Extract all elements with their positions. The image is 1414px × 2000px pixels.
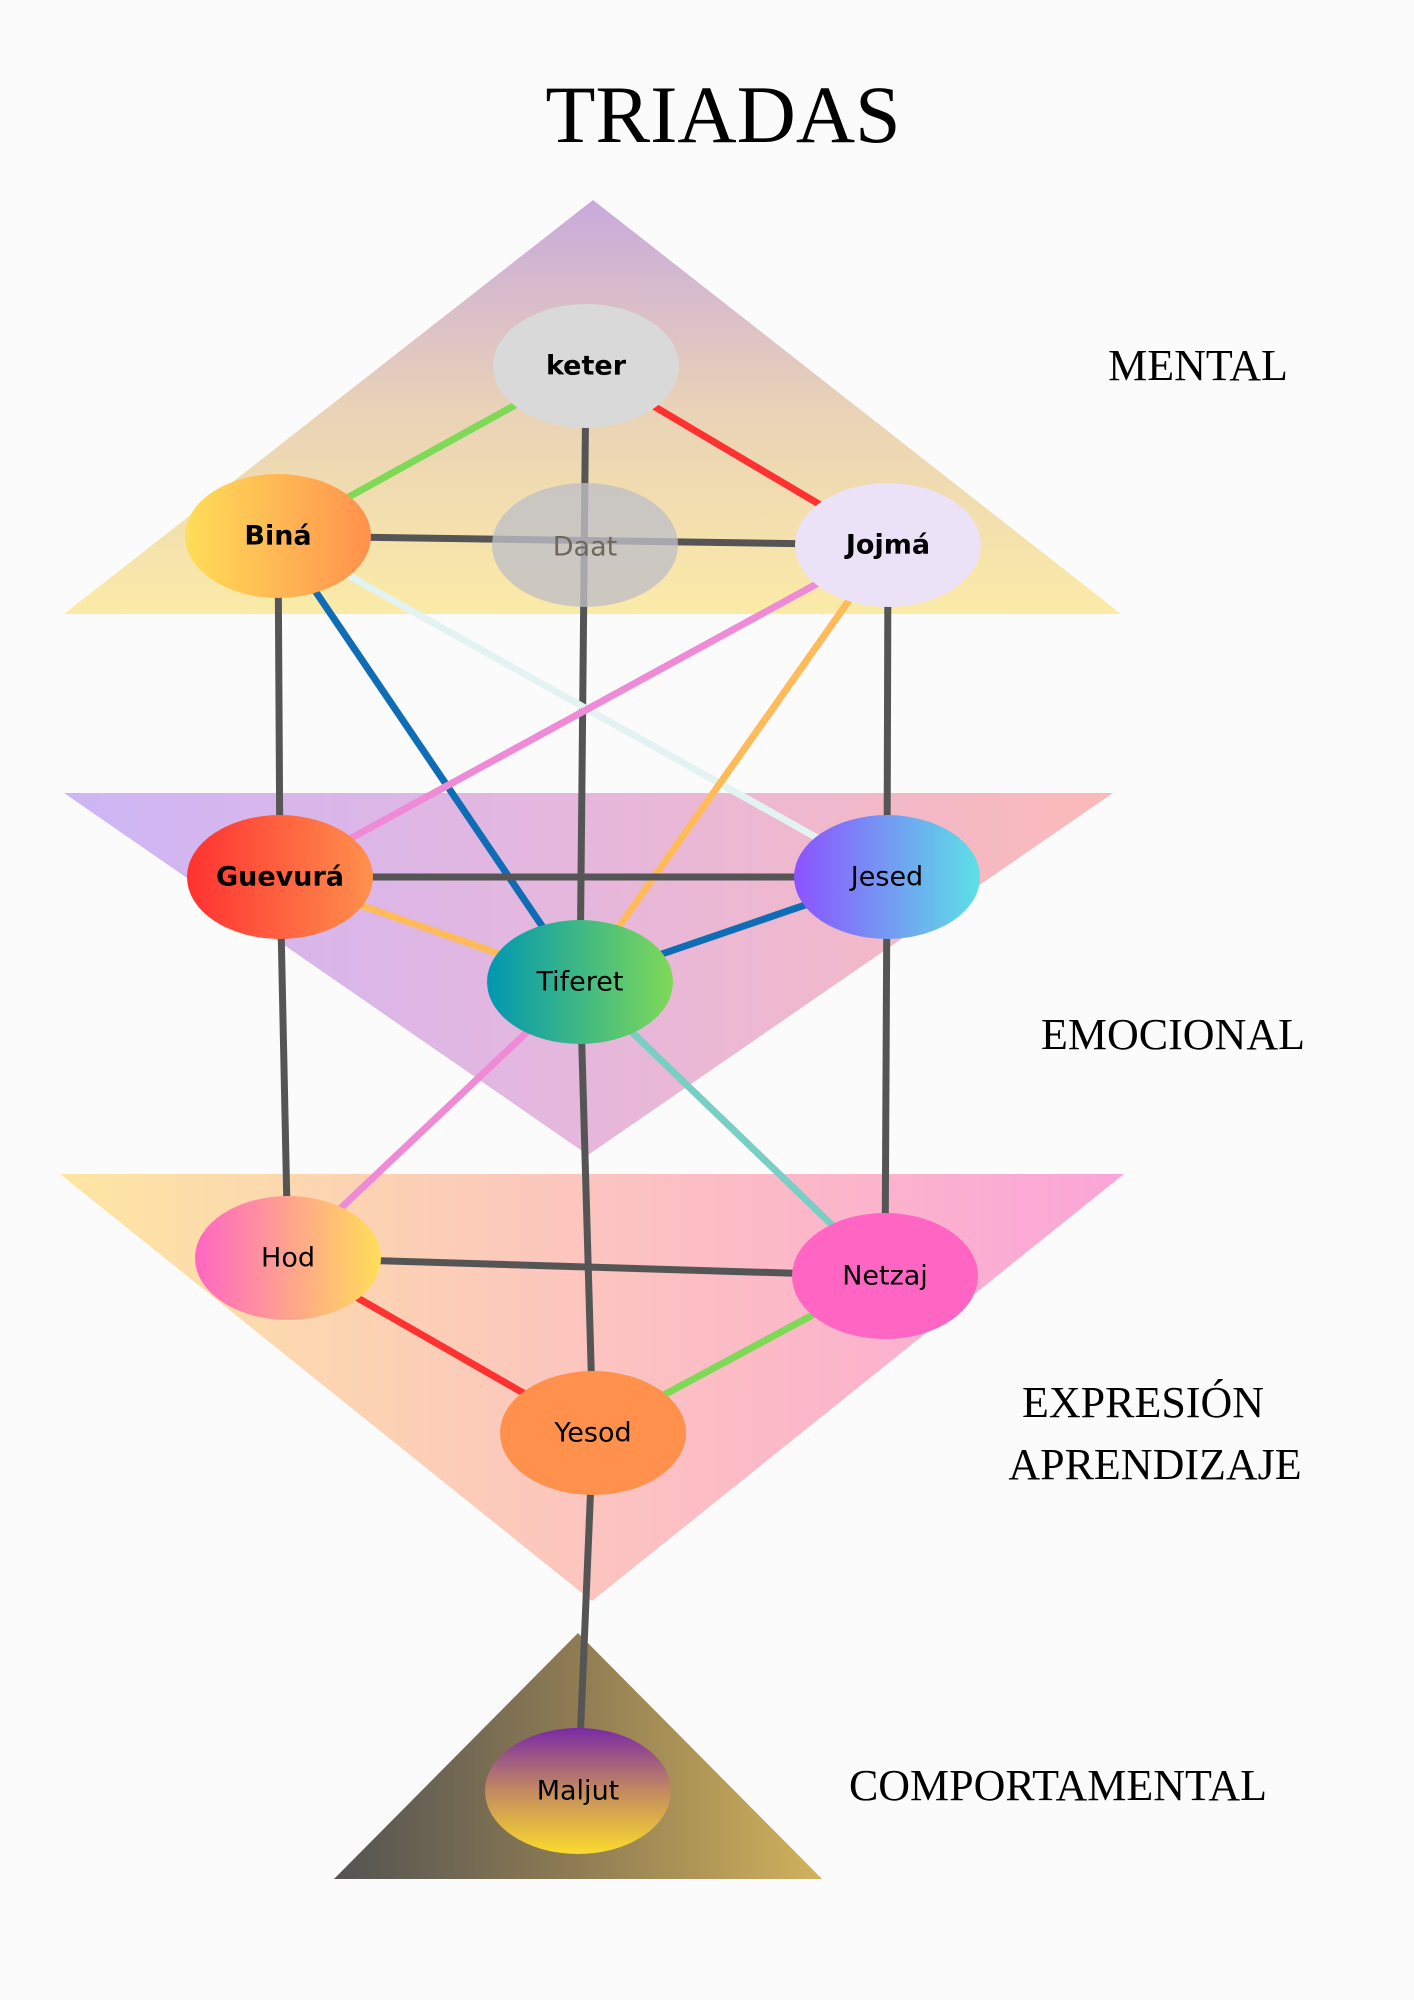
level-label-comportamental: COMPORTAMENTAL	[849, 1761, 1267, 1810]
node-bina-shape	[185, 474, 371, 598]
node-bina-label: Biná	[244, 521, 311, 552]
node-hod-label: Hod	[261, 1243, 315, 1274]
node-yesod-shape	[500, 1371, 686, 1495]
path-hod-netzaj	[287, 1254, 886, 1280]
path-jojma-guevura	[278, 541, 890, 881]
node-keter-shape	[493, 304, 679, 428]
level-label-emocional: EMOCIONAL	[1041, 1010, 1305, 1059]
node-jojma[interactable]: Jojmá	[795, 483, 981, 607]
path-bina-jesed	[276, 532, 889, 881]
node-netzaj-label: Netzaj	[842, 1261, 928, 1292]
node-jojma-shape	[795, 483, 981, 607]
page-title: TRIADAS	[545, 69, 900, 160]
node-maljut-label: Maljut	[537, 1776, 620, 1807]
node-jesed[interactable]: Jesed	[794, 815, 980, 939]
path-tiferet-yesod	[576, 981, 597, 1434]
path-guevura-hod	[276, 876, 292, 1259]
node-maljut[interactable]: Maljut	[485, 1728, 671, 1854]
path-jesed-netzaj	[881, 876, 891, 1277]
level-label-aprendizaje: APRENDIZAJE	[1008, 1440, 1301, 1489]
path-bina-tiferet	[275, 534, 583, 984]
node-guevura-shape	[187, 815, 373, 939]
node-yesod[interactable]: Yesod	[500, 1371, 686, 1495]
node-maljut-shape	[485, 1728, 671, 1854]
node-daat-shape	[492, 483, 678, 607]
node-jesed-label: Jesed	[849, 862, 923, 893]
level-label-expresion: EXPRESIÓN	[1022, 1378, 1264, 1427]
node-hod[interactable]: Hod	[195, 1196, 381, 1320]
level-label-mental: MENTAL	[1108, 341, 1288, 390]
level-labels: MENTAL EMOCIONAL EXPRESIÓN APRENDIZAJE C…	[849, 341, 1305, 1810]
node-guevura-label: Guevurá	[216, 862, 344, 893]
node-jojma-label: Jojmá	[844, 530, 930, 561]
node-keter-label: keter	[546, 351, 627, 382]
node-yesod-label: Yesod	[553, 1418, 631, 1449]
node-tiferet[interactable]: Tiferet	[487, 920, 673, 1044]
path-jojma-tiferet	[577, 542, 891, 985]
node-hod-shape	[195, 1196, 381, 1320]
node-tiferet-shape	[487, 920, 673, 1044]
node-keter[interactable]: keter	[493, 304, 679, 428]
node-daat-label: Daat	[553, 532, 617, 563]
node-jesed-shape	[794, 815, 980, 939]
node-daat[interactable]: Daat	[492, 483, 678, 607]
node-guevura[interactable]: Guevurá	[187, 815, 373, 939]
node-bina[interactable]: Biná	[185, 474, 371, 598]
node-netzaj[interactable]: Netzaj	[792, 1213, 978, 1339]
node-netzaj-shape	[792, 1213, 978, 1339]
node-tiferet-label: Tiferet	[536, 967, 624, 998]
